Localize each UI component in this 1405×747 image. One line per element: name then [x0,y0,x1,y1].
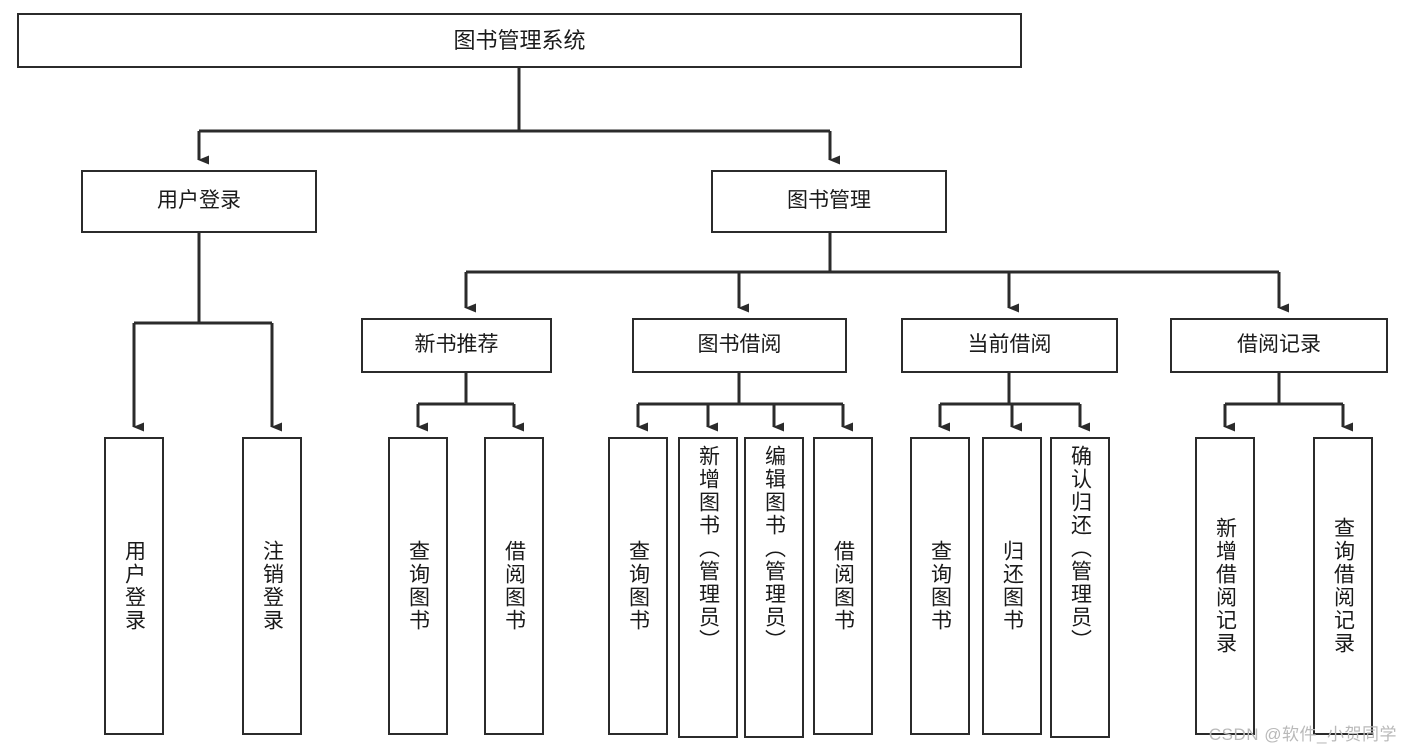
node-current-borrow[interactable]: 当前借阅 [901,318,1118,373]
node-root-label: 图书管理系统 [453,27,586,53]
node-borrow-records[interactable]: 借阅记录 [1170,318,1388,373]
node-user-login-label: 用户登录 [157,189,241,213]
node-leaf-logout[interactable]: 注销登录 [242,437,302,735]
node-leaf-borrow-book-1[interactable]: 借阅图书 [484,437,544,735]
node-leaf-borrow-book-2-label: 借阅图书 [831,540,855,632]
node-leaf-query-book-3[interactable]: 查询图书 [910,437,970,735]
node-user-login[interactable]: 用户登录 [81,170,317,233]
node-leaf-confirm-return-label: 确认归还（管理员） [1068,445,1092,652]
node-leaf-return-book[interactable]: 归还图书 [982,437,1042,735]
node-book-management-label: 图书管理 [787,189,871,213]
node-leaf-query-record-label: 查询借阅记录 [1331,517,1355,655]
node-leaf-borrow-book-2[interactable]: 借阅图书 [813,437,873,735]
node-leaf-return-book-label: 归还图书 [1000,540,1024,632]
node-leaf-edit-book[interactable]: 编辑图书（管理员） [744,437,804,738]
node-leaf-user-login-label: 用户登录 [122,540,146,632]
node-leaf-edit-book-label: 编辑图书（管理员） [762,445,786,652]
node-leaf-add-book[interactable]: 新增图书（管理员） [678,437,738,738]
node-current-borrow-label: 当前借阅 [967,333,1052,357]
node-root[interactable]: 图书管理系统 [17,13,1022,68]
node-book-management[interactable]: 图书管理 [711,170,947,233]
node-leaf-query-book-1[interactable]: 查询图书 [388,437,448,735]
node-new-book-recommend-label: 新书推荐 [414,333,499,357]
node-leaf-add-record[interactable]: 新增借阅记录 [1195,437,1255,735]
node-leaf-query-book-2-label: 查询图书 [626,540,650,632]
node-borrow-records-label: 借阅记录 [1237,333,1321,357]
node-new-book-recommend[interactable]: 新书推荐 [361,318,552,373]
node-leaf-confirm-return[interactable]: 确认归还（管理员） [1050,437,1110,738]
node-leaf-logout-label: 注销登录 [260,540,284,632]
node-leaf-user-login[interactable]: 用户登录 [104,437,164,735]
node-leaf-query-book-3-label: 查询图书 [928,540,952,632]
node-leaf-add-book-label: 新增图书（管理员） [696,445,720,652]
node-leaf-query-book-2[interactable]: 查询图书 [608,437,668,735]
node-leaf-query-record[interactable]: 查询借阅记录 [1313,437,1373,735]
node-leaf-borrow-book-1-label: 借阅图书 [502,540,526,632]
watermark-text: CSDN @软件_小贺同学 [1208,725,1397,744]
node-book-borrow[interactable]: 图书借阅 [632,318,847,373]
node-leaf-query-book-1-label: 查询图书 [406,540,430,632]
node-leaf-add-record-label: 新增借阅记录 [1213,517,1237,655]
node-book-borrow-label: 图书借阅 [697,333,782,357]
